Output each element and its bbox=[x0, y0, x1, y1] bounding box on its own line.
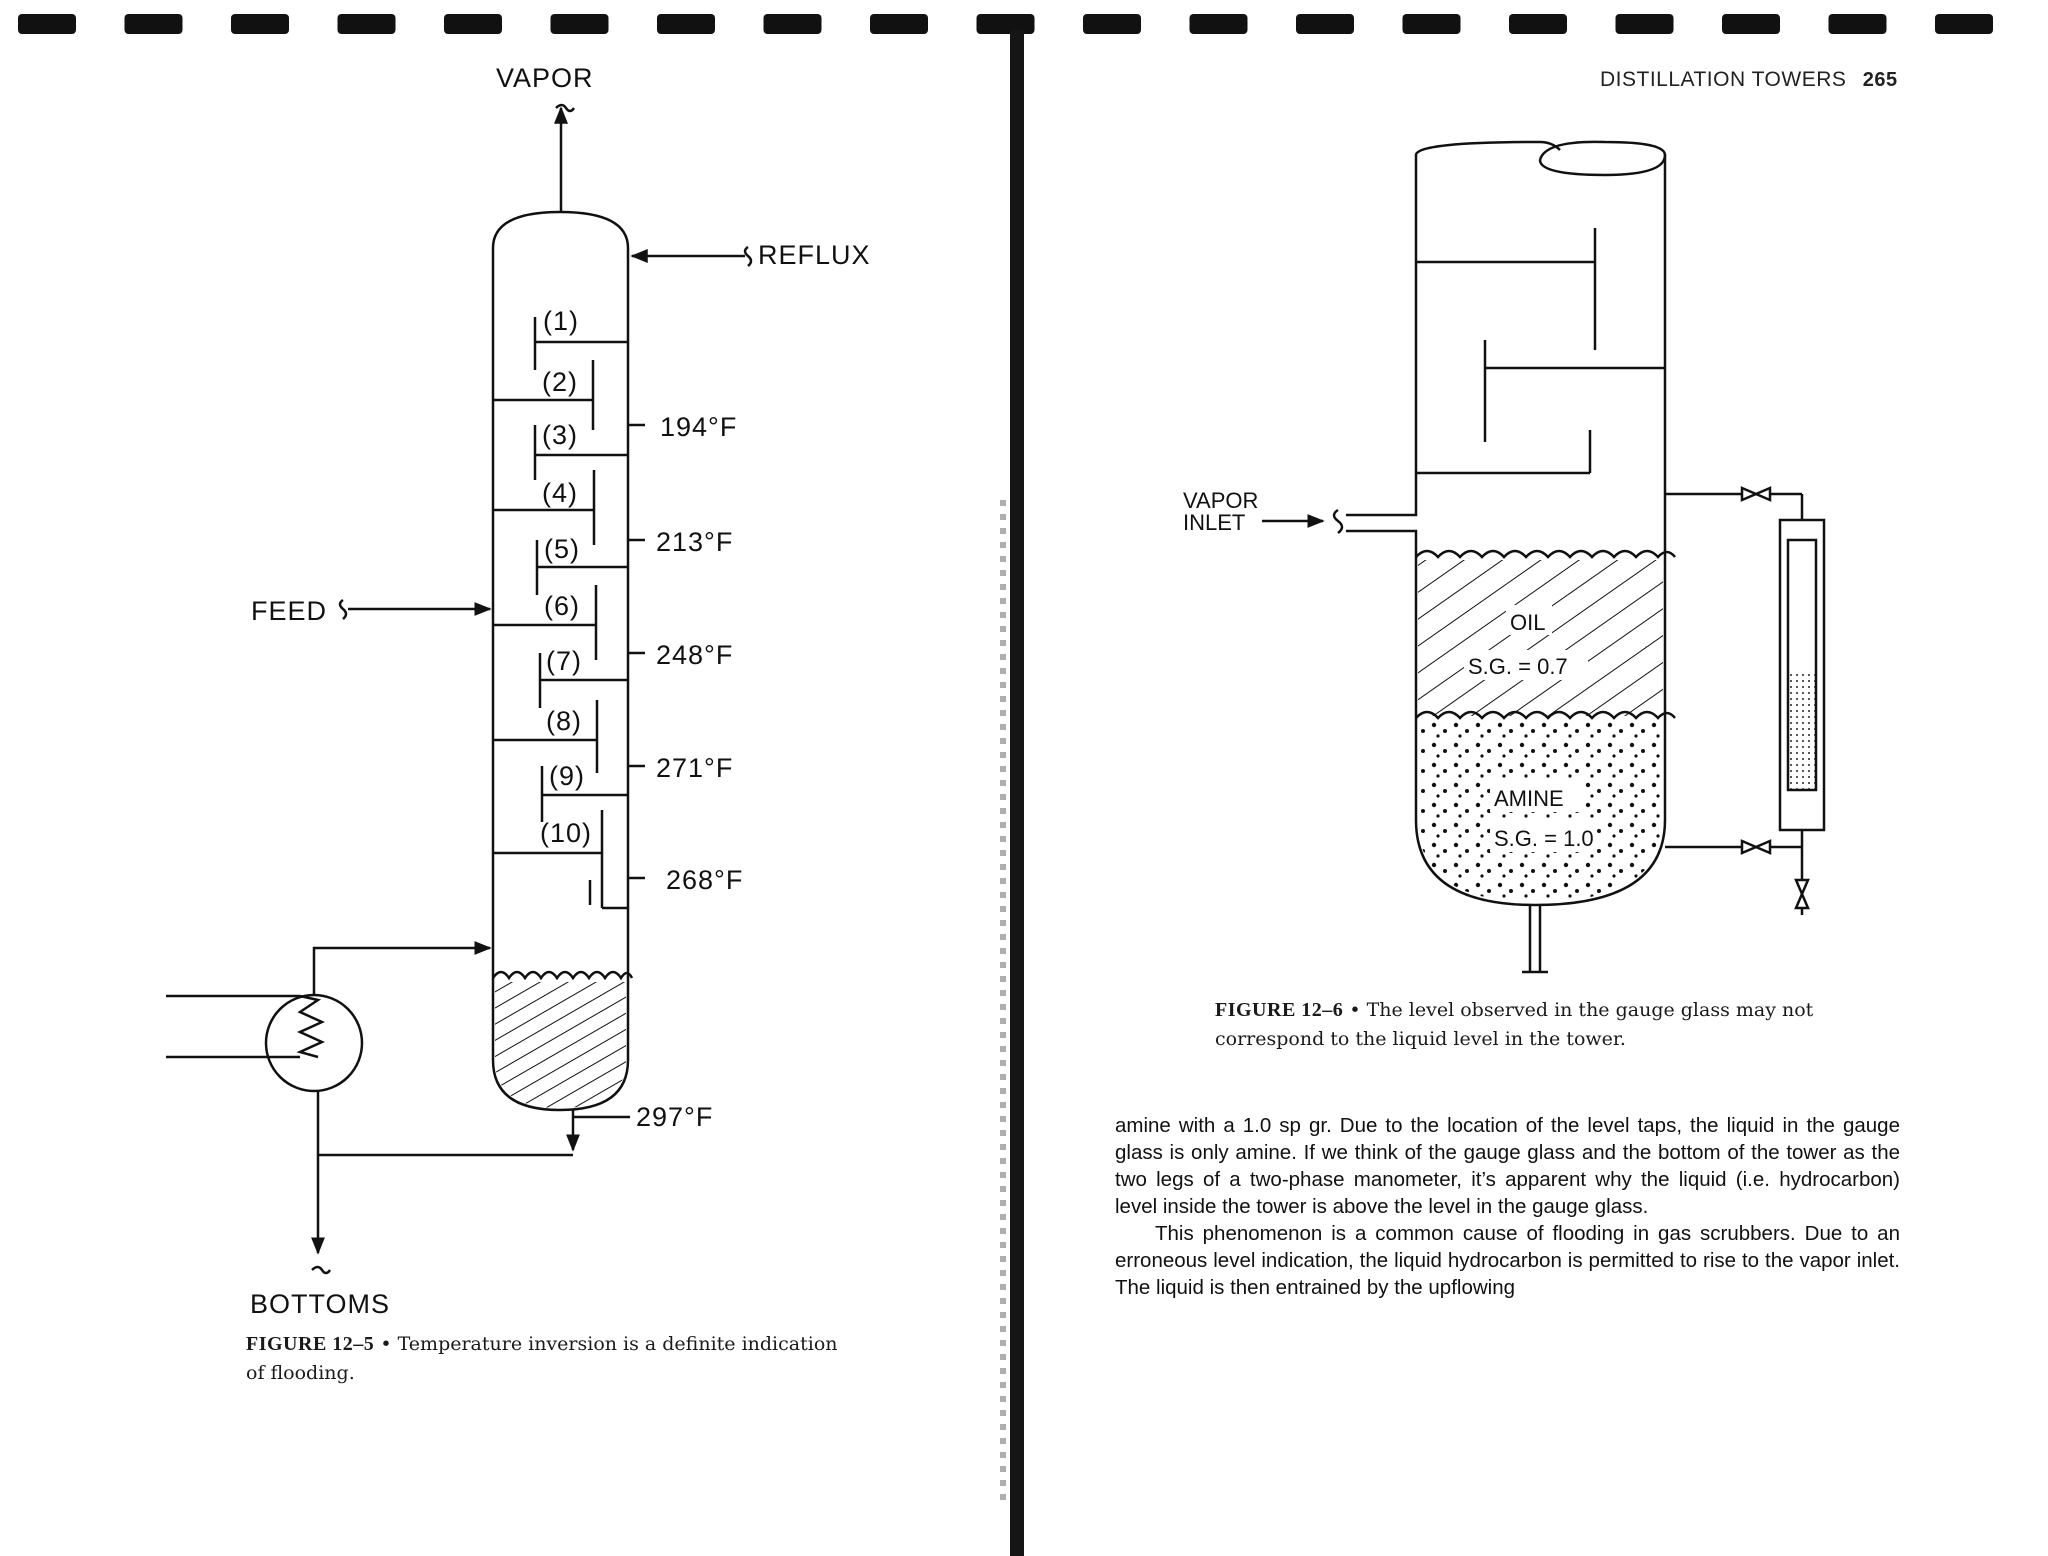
binding-hole bbox=[18, 14, 76, 34]
figure-12-6-caption: FIGURE 12–6 • The level observed in the … bbox=[1215, 996, 1835, 1054]
tray-label-7: (7) bbox=[546, 646, 582, 676]
binding-hole bbox=[976, 14, 1035, 34]
oil-label: OIL bbox=[1510, 610, 1545, 635]
tray-label-5: (5) bbox=[544, 534, 580, 564]
reflux-label: REFLUX bbox=[758, 240, 871, 270]
binding-hole bbox=[763, 14, 822, 34]
temperature-label-248: 248°F bbox=[656, 640, 733, 670]
figure-12-6-caption-text: The level observed in the gauge glass ma… bbox=[1215, 999, 1814, 1050]
binding-hole bbox=[550, 14, 609, 34]
figure-12-6-number: FIGURE 12–6 bbox=[1215, 999, 1344, 1021]
vapor-inlet-label-line2: INLET bbox=[1183, 510, 1245, 535]
figure-12-5-caption-text: Temperature inversion is a definite indi… bbox=[246, 1333, 838, 1384]
tray-label-1: (1) bbox=[543, 306, 579, 336]
running-head: DISTILLATION TOWERS 265 bbox=[1600, 68, 1910, 92]
amine-specific-gravity-label: S.G. = 1.0 bbox=[1494, 826, 1594, 851]
binding-hole bbox=[1402, 14, 1461, 34]
body-text: amine with a 1.0 sp gr. Due to the locat… bbox=[1115, 1112, 1900, 1301]
spine-shadow bbox=[1000, 500, 1006, 1500]
page-number: 265 bbox=[1862, 69, 1898, 91]
vapor-inlet-label-line1: VAPOR bbox=[1183, 488, 1258, 513]
figure-12-5-caption: FIGURE 12–5 • Temperature inversion is a… bbox=[246, 1330, 846, 1388]
tray-label-3: (3) bbox=[542, 420, 578, 450]
binding-hole bbox=[657, 14, 715, 34]
amine-label: AMINE bbox=[1494, 786, 1564, 811]
tray-label-6: (6) bbox=[544, 591, 580, 621]
binding-hole bbox=[124, 14, 183, 34]
temperature-label-271: 271°F bbox=[656, 753, 733, 783]
binding-hole bbox=[337, 14, 396, 34]
binding-hole bbox=[1509, 14, 1567, 34]
binding-hole bbox=[1615, 14, 1674, 34]
temperature-label-297: 297°F bbox=[636, 1102, 713, 1132]
feed-label: FEED bbox=[251, 596, 327, 626]
tray-label-10: (10) bbox=[540, 818, 592, 848]
binding-hole bbox=[1296, 14, 1354, 34]
caption-separator: • bbox=[1349, 999, 1361, 1021]
tray-label-4: (4) bbox=[542, 478, 578, 508]
temperature-label-268: 268°F bbox=[666, 865, 743, 895]
running-head-title: DISTILLATION TOWERS bbox=[1600, 68, 1847, 91]
binding-hole bbox=[231, 14, 289, 34]
temperature-label-213: 213°F bbox=[656, 527, 733, 557]
binding-hole bbox=[1828, 14, 1887, 34]
binding-hole bbox=[1722, 14, 1780, 34]
book-spine bbox=[1010, 30, 1024, 1556]
binding-hole bbox=[444, 14, 502, 34]
tray-label-2: (2) bbox=[542, 367, 578, 397]
body-paragraph-1: amine with a 1.0 sp gr. Due to the locat… bbox=[1115, 1114, 1900, 1218]
binding-hole bbox=[1935, 14, 1993, 34]
binding-hole bbox=[1189, 14, 1248, 34]
body-paragraph-2: This phenomenon is a common cause of flo… bbox=[1115, 1222, 1900, 1299]
tray-label-8: (8) bbox=[546, 706, 582, 736]
caption-separator: • bbox=[380, 1333, 392, 1355]
binding-holes bbox=[18, 14, 1993, 34]
bottoms-label: BOTTOMS bbox=[250, 1289, 390, 1319]
tray-label-9: (9) bbox=[549, 761, 585, 791]
figure-12-5-diagram: VAPOR REFLUX FEED BOTTOMS (1) (2) (3) (4… bbox=[166, 63, 871, 1319]
oil-specific-gravity-label: S.G. = 0.7 bbox=[1468, 654, 1568, 679]
figure-12-5-number: FIGURE 12–5 bbox=[246, 1333, 375, 1355]
binding-hole bbox=[870, 14, 928, 34]
temperature-label-194: 194°F bbox=[660, 412, 737, 442]
binding-hole bbox=[1083, 14, 1141, 34]
vapor-label: VAPOR bbox=[496, 63, 594, 93]
